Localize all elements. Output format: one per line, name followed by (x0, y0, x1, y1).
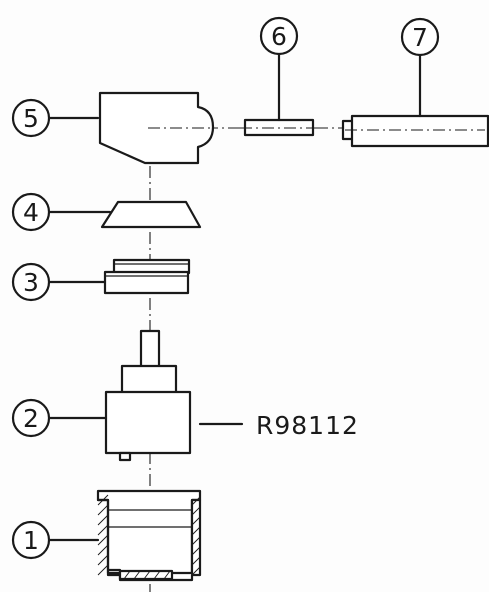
callout-6: 6 (259, 16, 299, 56)
part-6-pin (240, 118, 320, 137)
part-number-label: R98112 (256, 411, 359, 440)
callout-4: 4 (11, 192, 51, 232)
svg-text:4: 4 (23, 198, 39, 227)
part-1-housing (96, 489, 202, 582)
callout-2: 2 (11, 398, 51, 438)
svg-text:7: 7 (412, 23, 428, 52)
callout-5: 5 (11, 98, 51, 138)
part-3-bushing (103, 258, 191, 295)
part-7-rod (341, 114, 489, 148)
callout-1: 1 (11, 520, 51, 560)
svg-text:2: 2 (23, 404, 39, 433)
callout-3: 3 (11, 262, 51, 302)
callout-7: 7 (400, 17, 440, 57)
part-5-handle-body (98, 91, 215, 165)
leader-lines (47, 52, 422, 542)
svg-text:3: 3 (23, 268, 39, 297)
svg-text:5: 5 (23, 104, 39, 133)
svg-text:1: 1 (23, 526, 39, 555)
part-4-cap (100, 200, 202, 229)
svg-text:6: 6 (271, 22, 287, 51)
part-2-cartridge (104, 329, 192, 462)
